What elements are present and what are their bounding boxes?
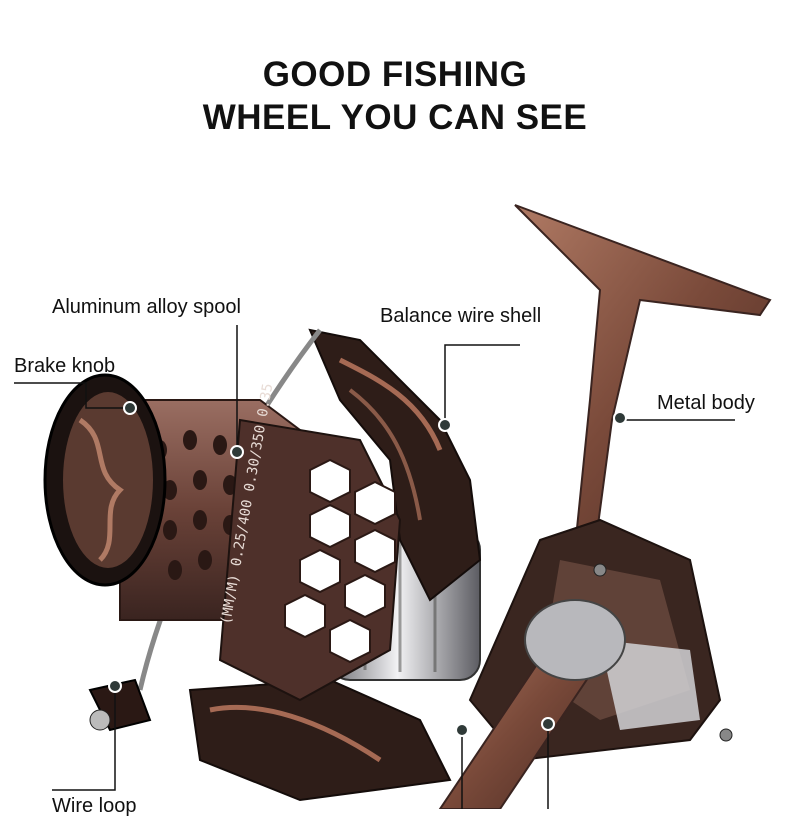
- label-brake-knob: Brake knob: [14, 355, 116, 377]
- label-metal-body: Metal body: [657, 392, 755, 414]
- callout-dot-brake: [123, 401, 137, 415]
- callout-dot-bottom-1: [455, 723, 469, 737]
- callout-dot-balance: [438, 418, 452, 432]
- callout-dot-body: [613, 411, 627, 425]
- balance-wire-shell: [308, 328, 482, 602]
- callout-dot-wire-loop: [108, 679, 122, 693]
- label-wire-loop: Wire loop: [52, 795, 137, 817]
- callout-dot-bottom-2: [541, 717, 555, 731]
- label-aluminum-alloy-spool: Aluminum alloy spool: [52, 296, 241, 318]
- callout-dot-spool: [230, 445, 244, 459]
- headline-line-1: GOOD FISHING: [262, 55, 528, 94]
- callout-line-wire-loop: [52, 686, 116, 791]
- callout-line-balance: [444, 344, 520, 425]
- handle-arm: [514, 204, 772, 550]
- label-balance-wire-shell: Balance wire shell: [380, 305, 542, 327]
- callout-line-brake: [14, 382, 130, 409]
- headline-line-2: WHEEL YOU CAN SEE: [202, 98, 588, 137]
